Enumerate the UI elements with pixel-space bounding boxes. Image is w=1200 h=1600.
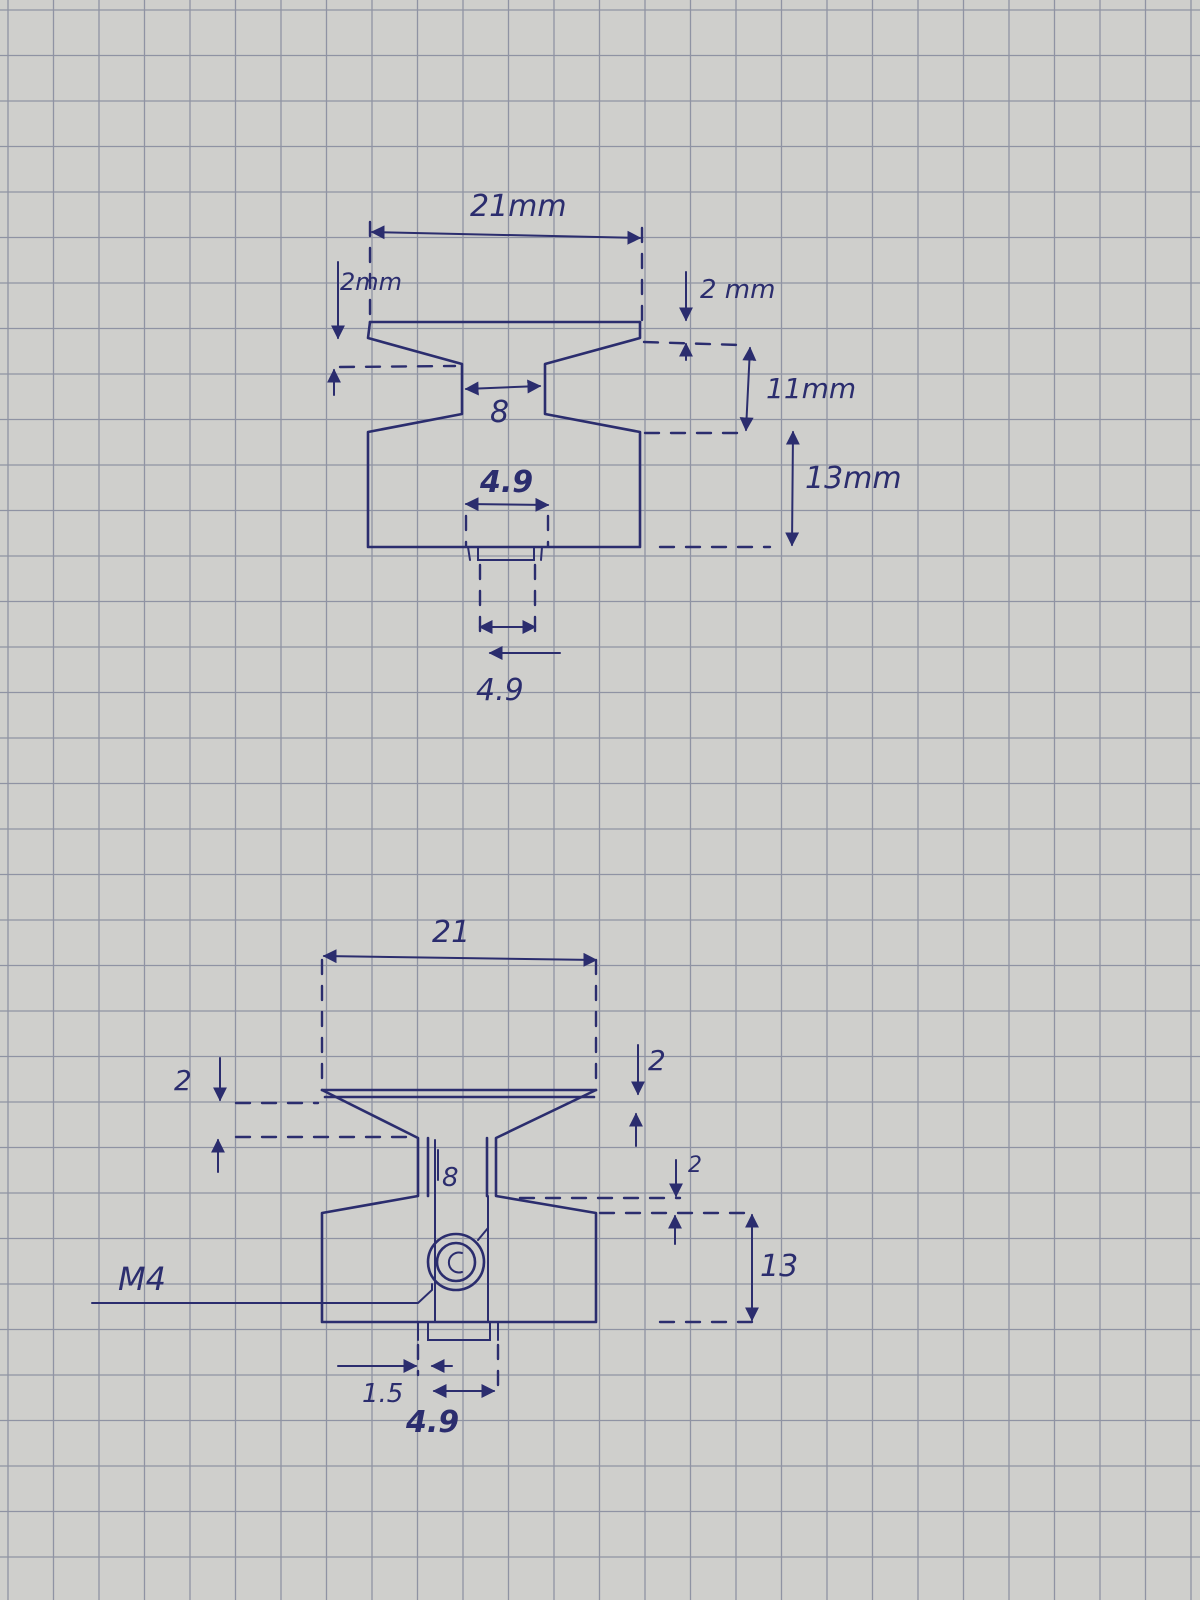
top-part-outline <box>366 320 642 549</box>
bottom-width-label: 21 <box>432 915 470 950</box>
thread-hole-mark <box>447 1251 463 1274</box>
thread-hole-outer <box>426 1232 486 1292</box>
top-ext-chamfer <box>338 364 457 369</box>
top-ext-right-top <box>642 340 742 347</box>
bottom-wall-label: 1.5 <box>362 1379 403 1409</box>
bottom-lower-height-label: 13 <box>760 1249 798 1284</box>
top-dim-width <box>370 225 642 245</box>
top-dim-inner-width <box>464 497 550 512</box>
top-stem <box>467 546 543 561</box>
bottom-drawing: 21 2 2 8 2 13 M4 1.5 <box>91 915 798 1440</box>
top-slot-label: 8 <box>490 395 509 430</box>
top-dim-lower-height <box>785 430 800 547</box>
bottom-right-chamfer-label: 2 <box>648 1044 666 1077</box>
thread-label: M4 <box>118 1260 166 1298</box>
bottom-stem <box>417 1321 499 1341</box>
top-stem-width-label: 4.9 <box>476 673 524 708</box>
bottom-dim-width <box>322 949 598 967</box>
bottom-part-outline <box>320 1088 598 1324</box>
top-lower-height-label: 13mm <box>805 461 902 496</box>
top-dim-slot <box>464 379 542 396</box>
top-dim-upper-height <box>739 346 757 432</box>
top-upper-height-label: 11mm <box>766 372 856 405</box>
bottom-lip-label: 2 <box>688 1153 702 1178</box>
thread-leader <box>91 1283 433 1304</box>
bottom-left-chamfer-label: 2 <box>174 1064 192 1097</box>
top-right-top-label: 2 mm <box>700 275 775 305</box>
bottom-stem-width-label: 4.9 <box>405 1405 459 1440</box>
top-drawing: 21mm 2mm 2 mm 8 11mm 13mm 4.9 4. <box>327 189 902 708</box>
top-inner-width-label: 4.9 <box>479 465 533 500</box>
top-width-label: 21mm <box>470 189 567 224</box>
bottom-slot-label: 8 <box>442 1163 459 1193</box>
top-chamfer-label: 2mm <box>340 268 402 296</box>
thread-hole-tick <box>477 1227 489 1241</box>
thread-hole-inner <box>435 1241 477 1283</box>
